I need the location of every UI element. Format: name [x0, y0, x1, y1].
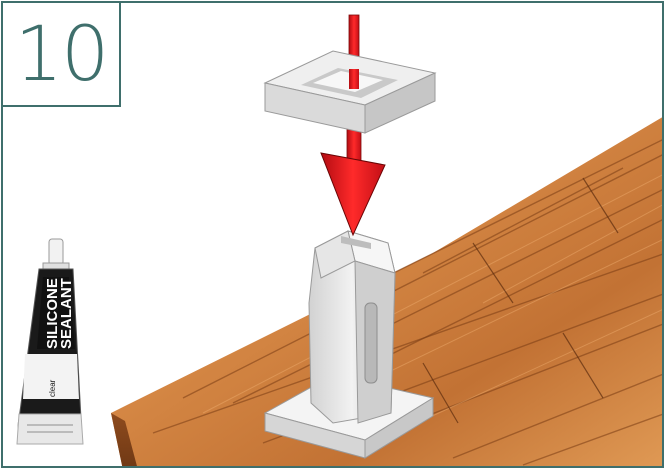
step-number-box: 10 — [3, 3, 121, 107]
tube-label-line2: SEALANT — [58, 278, 75, 349]
square-cap — [265, 51, 435, 133]
tube-variant: clear — [48, 379, 57, 397]
sealant-tube-icon: SILICONE SEALANT clear — [17, 239, 83, 444]
step-number: 10 — [15, 16, 108, 92]
